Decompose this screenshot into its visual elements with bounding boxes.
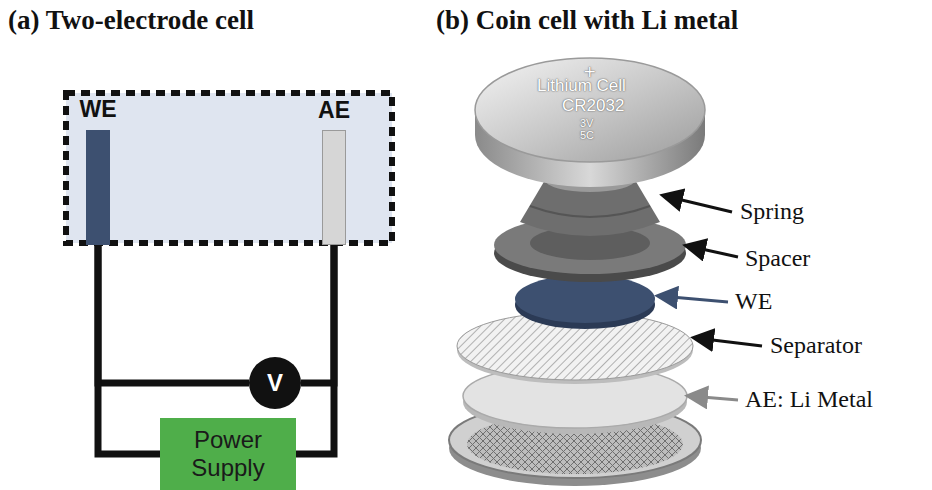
- part-label: AE: Li Metal: [745, 386, 873, 412]
- panel-title: (b) Coin cell with Li metal: [436, 6, 738, 36]
- power-supply-box: Power Supply: [160, 418, 296, 490]
- leader-arrow: [660, 296, 728, 302]
- wire: [301, 245, 334, 383]
- leader-arrow: [665, 196, 732, 212]
- box-text: Power Supply: [166, 426, 290, 481]
- meter-letter: V: [249, 357, 301, 409]
- coin-cap: [475, 58, 705, 187]
- electrode-label: WE: [79, 96, 116, 123]
- wire: [98, 245, 249, 383]
- part-label: Separator: [770, 332, 862, 358]
- part-label: Spring: [740, 198, 804, 224]
- cell-print: Lithium Cell: [537, 77, 626, 96]
- voltmeter-symbol: V: [249, 357, 301, 409]
- electrode-bar: AE: [322, 130, 346, 245]
- cell-print: 5C: [580, 129, 594, 141]
- panel-title: (a) Two-electrode cell: [8, 6, 254, 36]
- leader-arrow: [688, 246, 738, 257]
- part-label: WE: [735, 288, 772, 314]
- cell-print: CR2032: [562, 97, 624, 116]
- wire: [98, 245, 160, 454]
- electrode-label: AE: [318, 97, 350, 124]
- we-disc: [515, 275, 655, 329]
- cell-print: 3V: [580, 117, 593, 129]
- leader-arrow: [690, 396, 738, 400]
- part-label: Spacer: [745, 245, 810, 271]
- electrode-bar: WE: [86, 130, 110, 245]
- leader-arrow: [696, 338, 762, 346]
- wire: [296, 245, 334, 454]
